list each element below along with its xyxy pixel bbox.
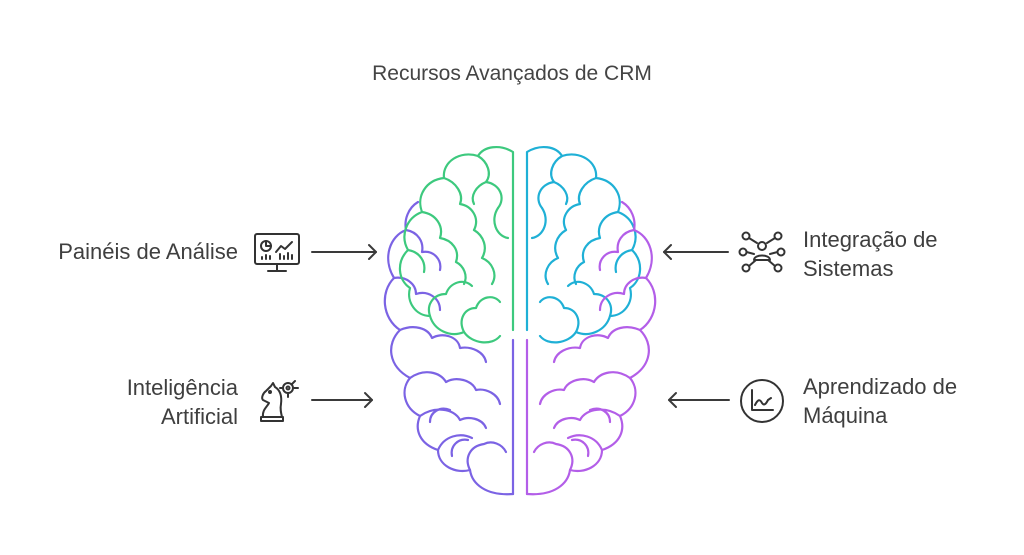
brain-left-lower-lobe — [383, 200, 515, 496]
label-inteligencia-artificial: Inteligência Artificial — [20, 373, 238, 431]
label-line: Sistemas — [803, 256, 894, 281]
chess-knight-icon — [260, 380, 299, 422]
label-line: Aprendizado de — [803, 374, 958, 399]
arrow-bottom-left — [311, 392, 373, 408]
brain-right-lower-lobe — [525, 200, 657, 496]
network-nodes-icon — [738, 231, 786, 273]
diagram-title: Recursos Avançados de CRM — [372, 62, 652, 85]
trend-chart-icon — [740, 379, 784, 423]
label-paineis-de-analise: Painéis de Análise — [20, 237, 238, 266]
brain-left-upper-lobe — [398, 146, 515, 344]
brain-right-upper-lobe — [525, 146, 642, 344]
label-line: Painéis de Análise — [58, 239, 238, 264]
brain-illustration — [383, 146, 657, 496]
label-line: Máquina — [803, 403, 888, 428]
label-aprendizado-de-maquina: Aprendizado de Máquina — [803, 372, 1013, 430]
label-line: Integração de — [803, 227, 938, 252]
dashboard-chart-icon — [254, 233, 300, 272]
arrow-top-right — [663, 244, 729, 260]
arrow-top-left — [311, 244, 377, 260]
arrow-bottom-right — [668, 392, 730, 408]
label-line: Inteligência — [126, 375, 238, 400]
label-line: Artificial — [160, 404, 238, 429]
label-integracao-de-sistemas: Integração de Sistemas — [803, 225, 1013, 283]
